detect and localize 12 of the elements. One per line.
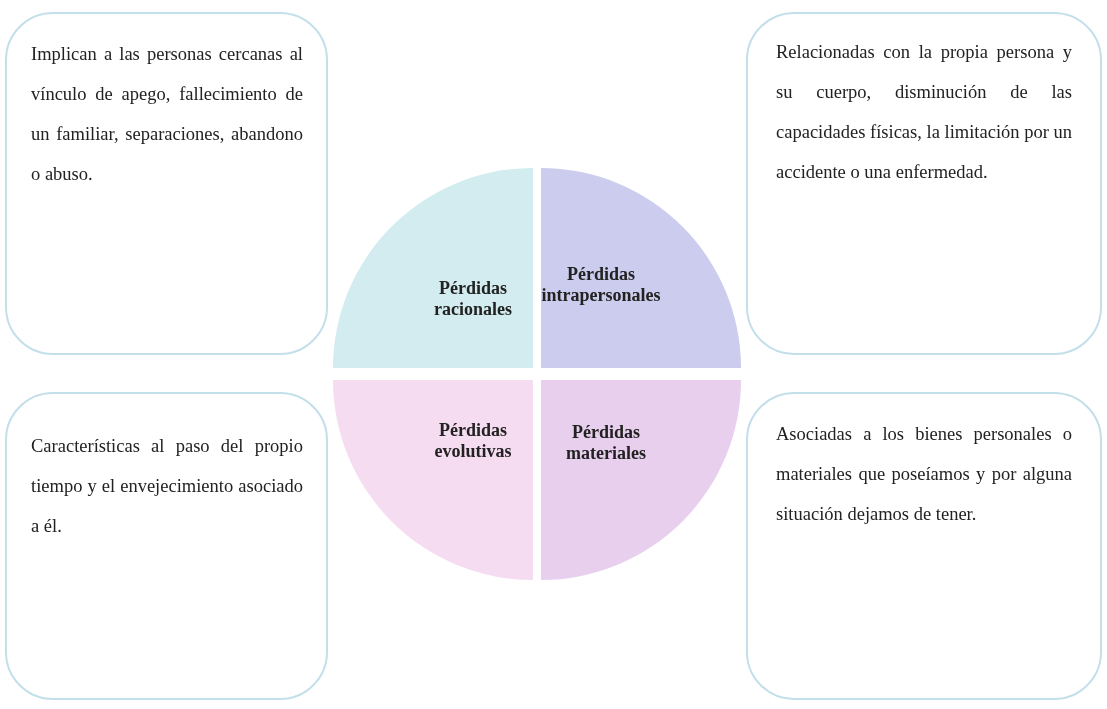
- quadrant-label: Pérdidas materiales: [565, 422, 647, 464]
- quadrant-label: Pérdidas racionales: [433, 278, 513, 320]
- description-text: Características al paso del propio tiempo y el envejecimiento asociado a él.: [31, 435, 303, 538]
- rounded-text-box: [746, 392, 1102, 700]
- rounded-text-box: [746, 12, 1102, 355]
- description-text: Implican a las personas cercanas al vínculo de apego, fallecimiento de un familiar, separaciones, abandono o abuso.: [31, 43, 303, 186]
- rounded-text-box: [5, 392, 328, 700]
- description-text: Asociadas a los bienes personales o materiales que poseíamos y por alguna situación dejamos de tener.: [776, 423, 1072, 526]
- rounded-text-box: [5, 12, 328, 355]
- quadrant-label: Pérdidas evolutivas: [433, 420, 513, 462]
- quadrant-label: Pérdidas intrapersonales: [541, 264, 661, 306]
- description-text: Relacionadas con la propia persona y su cuerpo, disminución de las capacidades físicas, la limitación por un accidente o una enfermedad.: [776, 41, 1072, 184]
